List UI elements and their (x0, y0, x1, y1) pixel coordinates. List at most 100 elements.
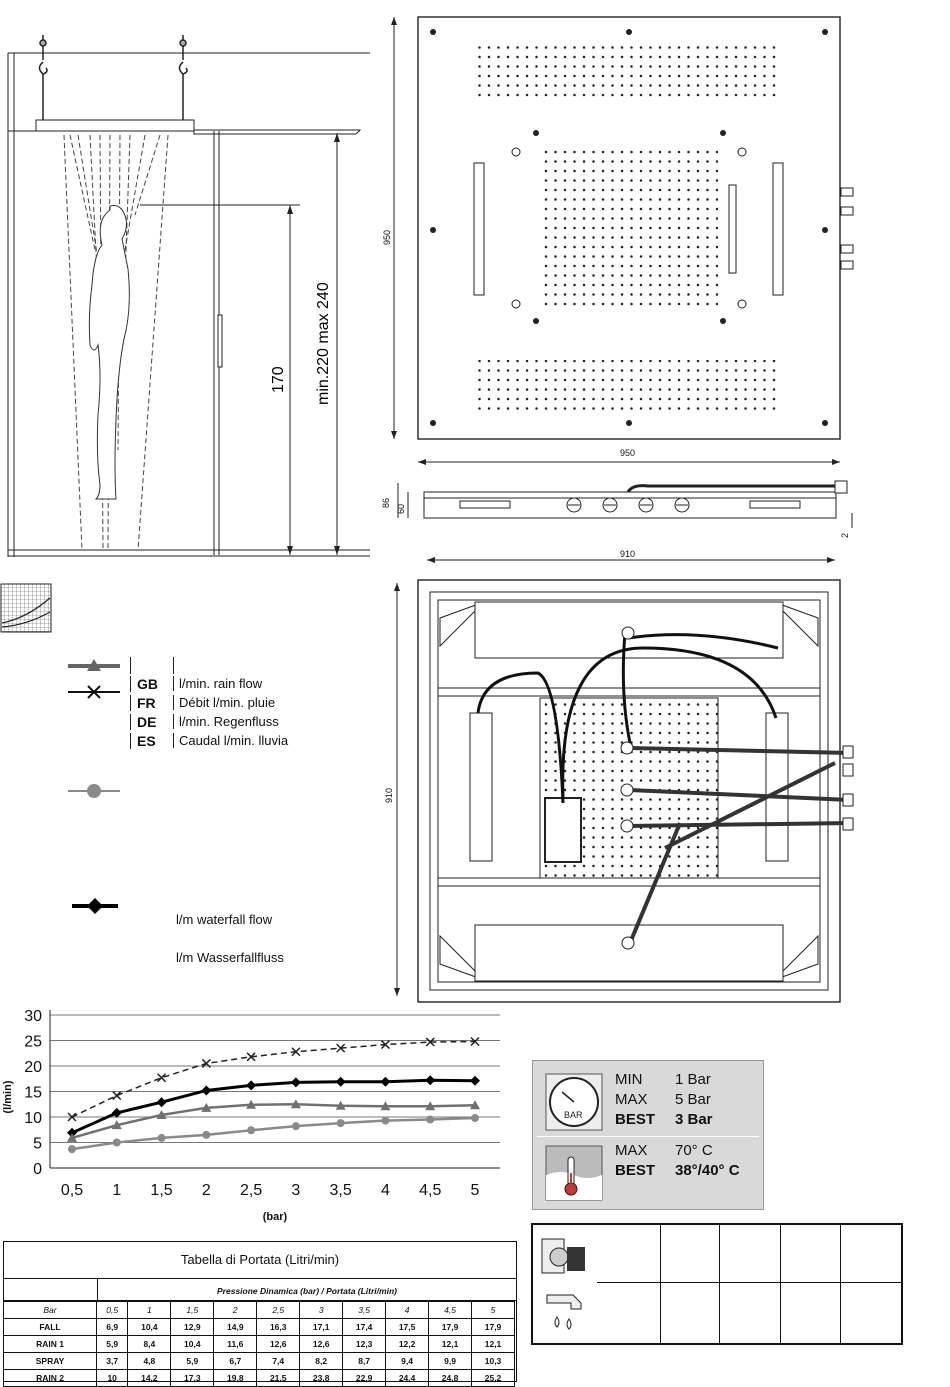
table-cell: 4,8 (127, 1352, 172, 1370)
table-cell: 22,9 (342, 1369, 387, 1387)
point-triangle (290, 1099, 301, 1109)
legend-rain2-swatch (68, 685, 120, 699)
frame-width-dim: 910 (620, 549, 635, 559)
table-subtitle: Pressione Dinamica (bar) / Portata (Litr… (217, 1286, 397, 1296)
frame-back-drawing: 910 910 (384, 549, 854, 1003)
side-60-dim: 60 (396, 504, 406, 514)
series-line-triangle (71, 1102, 476, 1140)
point-triangle (67, 1132, 77, 1142)
table-cell: 17,9 (471, 1318, 515, 1336)
point-triangle (380, 1101, 391, 1111)
pressure-max-value: 5 Bar (675, 1091, 711, 1108)
temp-max-label: MAX (615, 1142, 648, 1159)
table-cell: 8,7 (342, 1352, 387, 1370)
temp-max-value: 70° C (675, 1142, 713, 1159)
legend-text: l/min. Regenfluss (173, 714, 279, 729)
legend-row-de: DE l/min. Regenfluss (130, 712, 279, 731)
table-cell: 6,9 (95, 1318, 129, 1336)
table-cell: 3,5 (342, 1301, 387, 1319)
table-cell: 12,6 (256, 1335, 301, 1353)
table-cell: 4,5 (428, 1301, 473, 1319)
table-cell: 24,8 (428, 1369, 473, 1387)
table-cell: 3 (299, 1301, 344, 1319)
point-diamond (425, 1075, 436, 1086)
point-cross (380, 1040, 390, 1050)
table-cell: 25,2 (471, 1369, 515, 1387)
point-circle (68, 1145, 76, 1154)
table-cell: 1,5 (170, 1301, 215, 1319)
waterfall-label-de: l/m Wasserfallfluss (176, 950, 284, 965)
temp-best-value: 38°/40° C (675, 1162, 740, 1179)
table-cell: 12,1 (428, 1335, 473, 1353)
point-cross (201, 1058, 211, 1068)
table-cell: 4 (385, 1301, 430, 1319)
installation-side-drawing: 170 min.220 max 240 (7, 35, 370, 557)
y-axis-label: (l/min) (2, 1080, 14, 1113)
point-circle (202, 1130, 211, 1139)
y-tick-label: 10 (24, 1110, 42, 1127)
point-triangle (425, 1101, 436, 1111)
x-tick-label: 1 (112, 1182, 121, 1199)
thermostat-valve-icon (541, 1238, 585, 1274)
table-cell: 23,8 (299, 1369, 344, 1387)
table-cell: 9,4 (385, 1352, 430, 1370)
point-circle (157, 1133, 166, 1142)
legend-fall-swatch (72, 898, 118, 914)
table-cell: 17,4 (342, 1318, 387, 1336)
table-row-label: Bar (3, 1301, 97, 1319)
point-triangle (246, 1099, 257, 1109)
table-cell: 10,4 (127, 1318, 172, 1336)
y-tick-label: 30 (24, 1008, 42, 1025)
table-cell: 17,3 (170, 1369, 215, 1387)
point-circle (247, 1126, 256, 1135)
point-triangle (335, 1100, 346, 1110)
table-cell: 19,8 (213, 1369, 258, 1387)
point-cross (336, 1043, 346, 1053)
top-width-dim: 950 (620, 448, 635, 458)
point-triangle (470, 1100, 480, 1110)
point-circle (291, 1122, 300, 1131)
point-diamond (111, 1107, 122, 1118)
x-tick-label: 2 (202, 1182, 211, 1199)
table-cell: 1 (127, 1301, 172, 1319)
mini-chart-thumbnail (0, 583, 52, 633)
control-grid-box (531, 1223, 903, 1345)
table-cell: 24,4 (385, 1369, 430, 1387)
point-diamond (290, 1077, 301, 1088)
legend-header-row (130, 656, 179, 675)
table-cell: 6,7 (213, 1352, 258, 1370)
table-row-label: RAIN 2 (3, 1369, 97, 1387)
x-tick-label: 4 (381, 1182, 390, 1199)
top-height-dim: 950 (382, 230, 392, 245)
legend-text: Débit l/min. pluie (173, 695, 275, 710)
point-circle (336, 1119, 345, 1128)
point-diamond (335, 1076, 346, 1087)
height-170-label: 170 (270, 366, 287, 393)
point-circle (471, 1114, 479, 1123)
table-cell: 2 (213, 1301, 258, 1319)
pressure-min-label: MIN (615, 1071, 643, 1088)
table-cell: 12,6 (299, 1335, 344, 1353)
table-cell: 11,6 (213, 1335, 258, 1353)
table-cell: 5 (471, 1301, 515, 1319)
table-cell: 3,7 (95, 1352, 129, 1370)
point-cross (246, 1052, 256, 1062)
legend-row-gb: GB l/min. rain flow (130, 674, 262, 693)
table-cell: 12,2 (385, 1335, 430, 1353)
height-range-label: min.220 max 240 (315, 282, 332, 405)
point-circle (426, 1115, 435, 1124)
point-cross (67, 1112, 77, 1122)
legend-spray-swatch (68, 784, 120, 798)
table-cell: 5,9 (95, 1335, 129, 1353)
table-cell: 8,4 (127, 1335, 172, 1353)
point-cross (470, 1036, 480, 1047)
table-cell: 12,3 (342, 1335, 387, 1353)
table-cell: 8,2 (299, 1352, 344, 1370)
table-cell: 12,1 (471, 1335, 515, 1353)
point-diamond (246, 1080, 257, 1091)
pressure-gauge-icon: BAR (545, 1073, 603, 1131)
table-cell: 5,9 (170, 1352, 215, 1370)
frame-height-dim: 910 (384, 788, 394, 803)
